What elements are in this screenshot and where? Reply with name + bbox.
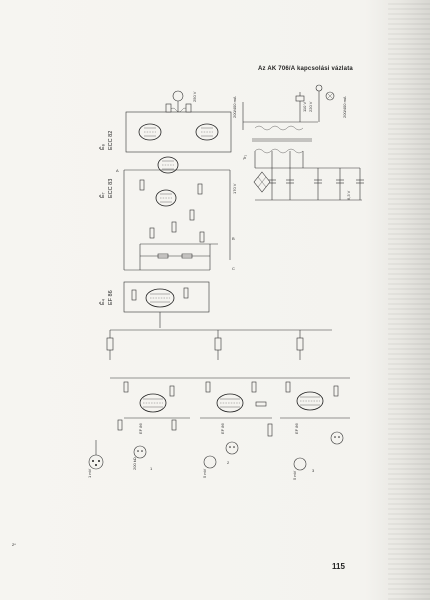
output-lamp-top bbox=[172, 90, 184, 102]
node-label-c: C bbox=[232, 266, 235, 271]
tube-type-input-3: EF 86 bbox=[294, 423, 299, 434]
input-socket-1b bbox=[133, 445, 147, 459]
tube-ref-driver: Ẽ₄ bbox=[99, 298, 106, 305]
tube-ef86-input-3 bbox=[296, 391, 324, 411]
tube-type-ecc82: ECC 82 bbox=[108, 131, 114, 150]
ef86-driver-stage bbox=[123, 281, 210, 328]
tube-ref-middle: Ẽ₇ bbox=[99, 192, 106, 198]
node-label-b: B bbox=[232, 236, 235, 241]
input-3-socket-number: 3 bbox=[312, 468, 315, 473]
tube-ef86-input-2 bbox=[216, 393, 244, 413]
mains-110v-label: 110 V bbox=[302, 102, 307, 112]
input-socket-3 bbox=[330, 431, 344, 445]
ht-voltage-label: 250 V bbox=[192, 91, 197, 102]
tube-type-input-2: EF 86 bbox=[220, 423, 225, 434]
heater-voltage-label: 6,3 V bbox=[346, 190, 351, 200]
tube-ref-upper: Ẽ₈ bbox=[99, 144, 106, 150]
tube-type-ef86-driver: EF 86 bbox=[108, 290, 114, 305]
pilot-lamp bbox=[315, 84, 323, 92]
mains-voltage-label: 200/400 mA bbox=[232, 96, 237, 118]
output-rating-label: 200/400 mA bbox=[342, 96, 347, 118]
rectifier-voltage-label: 170 V bbox=[232, 183, 237, 194]
input-stage-3 bbox=[280, 377, 350, 471]
input-socket-2b bbox=[203, 455, 217, 469]
input-socket-3b bbox=[293, 457, 307, 471]
tube-ecc82-a bbox=[138, 123, 162, 141]
input-stage-2 bbox=[200, 377, 280, 469]
input-socket-2 bbox=[225, 441, 239, 455]
input-socket-1 bbox=[88, 454, 104, 470]
tube-ecc83-a bbox=[157, 156, 179, 174]
mains-220v-label: 220 V bbox=[308, 101, 313, 112]
tube-type-input-1: EF 86 bbox=[138, 423, 143, 434]
input-2-socket-number: 2 bbox=[227, 460, 230, 465]
ecc83-stage bbox=[123, 156, 231, 271]
input-1-sensitivity: 1 mV bbox=[87, 468, 92, 478]
page-binding-edge bbox=[388, 0, 430, 600]
mains-fuse bbox=[295, 95, 305, 102]
transformer-label: Tr₁ bbox=[242, 154, 247, 160]
node-label-a: A bbox=[116, 168, 119, 173]
input-1-socket-number: 1 bbox=[150, 466, 153, 471]
tube-type-ecc83: ECC 83 bbox=[108, 179, 114, 198]
tube-ecc83-b bbox=[155, 189, 177, 207]
power-supply-section bbox=[242, 84, 364, 201]
input-2-sensitivity: 5 mV bbox=[202, 468, 207, 478]
figure-caption: Az AK 706/A kapcsolási vázlata bbox=[258, 66, 353, 72]
page-number: 115 bbox=[332, 562, 345, 571]
input-1-impedance: 200 kΩ bbox=[132, 457, 137, 470]
ecc82-stage bbox=[125, 90, 232, 153]
margin-mark: 2* bbox=[12, 542, 16, 547]
tube-ef86-driver bbox=[145, 288, 175, 308]
input-stage-1 bbox=[88, 377, 200, 470]
tube-ef86-input-1 bbox=[139, 393, 167, 413]
tube-ecc82-b bbox=[195, 123, 219, 141]
input-3-sensitivity: 5 mV bbox=[292, 470, 297, 480]
